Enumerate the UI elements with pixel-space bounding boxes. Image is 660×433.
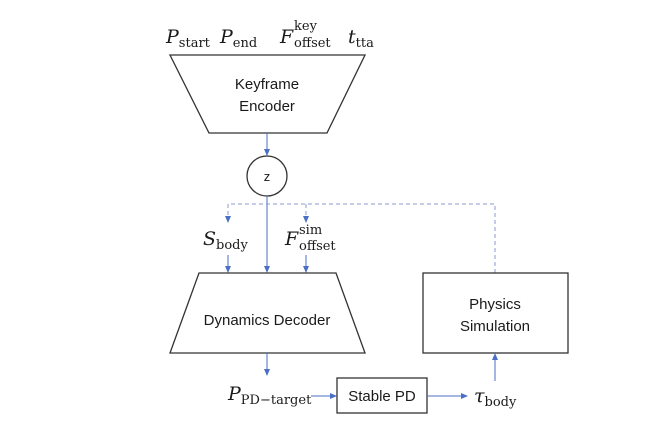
decoder-label: Dynamics Decoder	[204, 312, 331, 329]
input-t-tta: ttta	[348, 26, 374, 51]
dynamics-decoder: Dynamics Decoder	[169, 272, 366, 354]
svg-text:key: key	[294, 19, 318, 34]
svg-text:Pend: Pend	[219, 26, 257, 51]
dashed-feedback-line	[228, 203, 496, 273]
pd-target-label: PPD−target	[227, 383, 312, 408]
svg-text:sim: sim	[299, 223, 322, 238]
physics-simulation: Physics Simulation	[422, 272, 569, 354]
encoder-label-line2: Encoder	[239, 98, 295, 115]
physics-label-line1: Physics	[469, 296, 521, 313]
input-p-start: Pstart	[165, 26, 211, 51]
svg-text:F: F	[279, 26, 294, 48]
input-f-offset-key: F key offset	[279, 19, 331, 51]
svg-text:τbody: τbody	[474, 385, 517, 410]
latent-z-label: z	[264, 169, 271, 184]
torque-label: τbody	[474, 385, 517, 410]
input-f-offset-sim: F sim offset	[284, 223, 336, 254]
keyframe-encoder: Keyframe Encoder	[168, 54, 367, 134]
svg-text:F: F	[284, 228, 299, 250]
svg-text:Pstart: Pstart	[165, 26, 211, 51]
input-s-body: Sbody	[203, 228, 249, 253]
svg-text:offset: offset	[294, 36, 331, 51]
latent-z-node: z	[246, 155, 288, 197]
input-p-end: Pend	[219, 26, 257, 51]
svg-text:ttta: ttta	[348, 26, 374, 51]
svg-text:PPD−target: PPD−target	[227, 383, 312, 408]
physics-label-line2: Simulation	[460, 318, 530, 335]
encoder-label-line1: Keyframe	[235, 76, 299, 93]
stable-pd: Stable PD	[336, 377, 428, 414]
svg-text:offset: offset	[299, 239, 336, 254]
stable-pd-label: Stable PD	[348, 388, 416, 405]
svg-text:Sbody: Sbody	[203, 228, 249, 253]
